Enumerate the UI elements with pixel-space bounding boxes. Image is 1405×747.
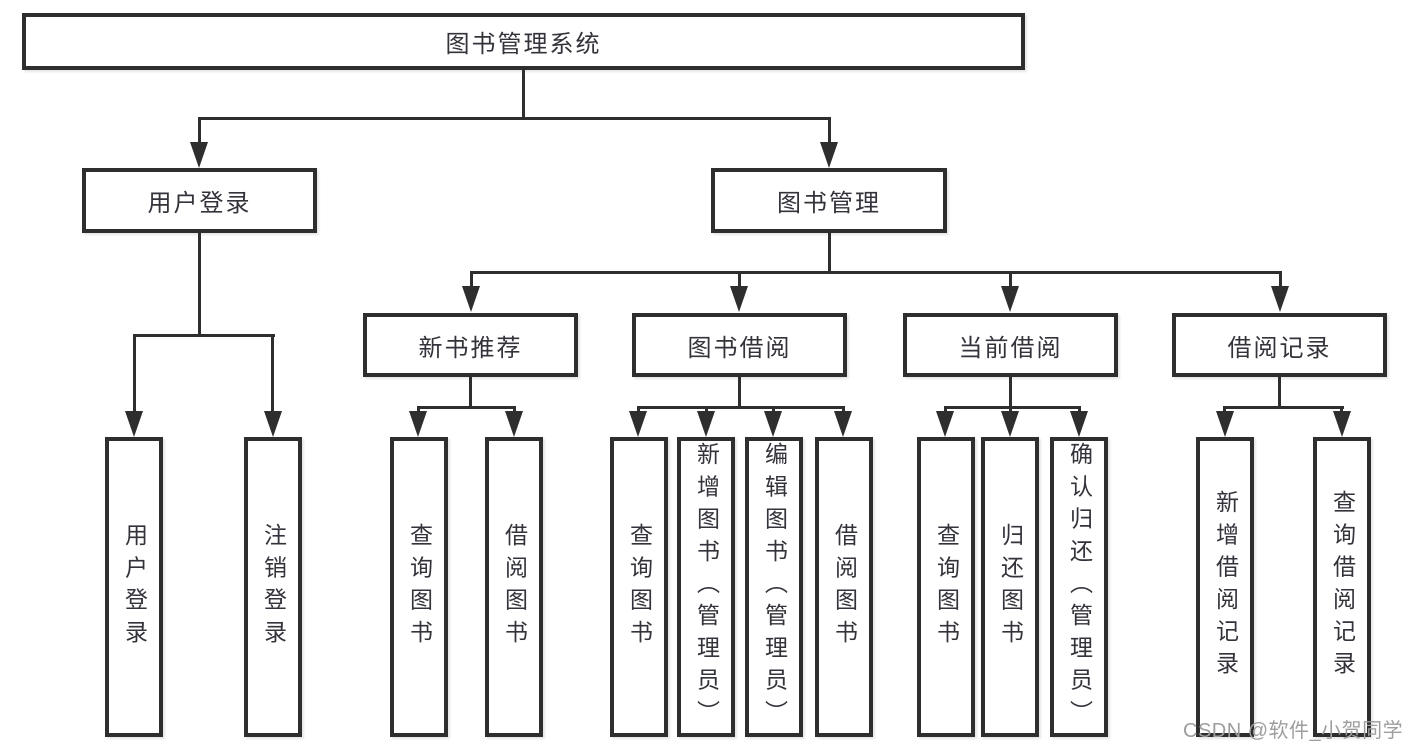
connector-line <box>828 233 831 273</box>
leaf-query-books-borrowing: 查询图书 <box>610 437 668 737</box>
connector-line <box>738 273 741 288</box>
leaf-confirm-return-admin-label: 确认归还（管理员） <box>1066 442 1093 732</box>
connector-arrow-down <box>125 411 143 437</box>
connector-arrow-down <box>1070 411 1088 437</box>
connector-arrow-down <box>1333 411 1351 437</box>
connector-line <box>944 406 1081 409</box>
leaf-add-books-admin-label: 新增图书（管理员） <box>693 442 720 732</box>
leaf-add-borrow-record: 新增借阅记录 <box>1196 437 1254 737</box>
connector-line <box>198 117 201 147</box>
node-current-borrowing-label: 当前借阅 <box>958 334 1063 362</box>
node-book-management-label: 图书管理 <box>777 190 881 217</box>
connector-line <box>522 70 525 119</box>
node-book-management: 图书管理 <box>711 168 947 233</box>
connector-arrow-down <box>1216 411 1234 437</box>
connector-arrow-down <box>409 411 427 437</box>
leaf-add-books-admin: 新增图书（管理员） <box>677 437 735 737</box>
leaf-add-borrow-record-label: 新增借阅记录 <box>1212 490 1239 684</box>
connector-line <box>1340 408 1343 413</box>
connector-line <box>470 273 473 288</box>
connector-line <box>513 408 516 413</box>
node-current-borrowing: 当前借阅 <box>903 313 1118 377</box>
watermark: CSDN @软件_小贺同学 <box>1183 720 1404 742</box>
connector-arrow-down <box>462 286 480 312</box>
node-root: 图书管理系统 <box>22 13 1025 70</box>
leaf-borrow-books-borrowing-label: 借阅图书 <box>831 522 858 652</box>
node-borrowing-records-label: 借阅记录 <box>1227 334 1332 362</box>
connector-line <box>1009 408 1012 413</box>
connector-line <box>417 406 516 409</box>
node-borrowing-records: 借阅记录 <box>1172 313 1387 377</box>
connector-line <box>828 117 831 147</box>
leaf-user-login: 用户登录 <box>105 437 163 737</box>
connector-line <box>1078 408 1081 413</box>
leaf-query-books-borrowing-label: 查询图书 <box>626 522 653 652</box>
node-book-borrowing: 图书借阅 <box>632 313 847 377</box>
connector-arrow-down <box>764 411 782 437</box>
connector-arrow-down <box>1271 286 1289 312</box>
connector-arrow-down <box>190 142 208 168</box>
leaf-query-borrow-record: 查询借阅记录 <box>1313 437 1371 737</box>
connector-line <box>133 336 136 412</box>
node-user-login: 用户登录 <box>82 168 317 233</box>
connector-line <box>1279 273 1282 288</box>
leaf-query-books-recommend-label: 查询图书 <box>406 522 433 652</box>
node-new-book-recommendation-label: 新书推荐 <box>418 334 523 362</box>
connector-line <box>1009 273 1012 288</box>
leaf-borrow-books-borrowing: 借阅图书 <box>815 437 873 737</box>
leaf-query-books-current-label: 查询图书 <box>933 522 960 652</box>
connector-arrow-down <box>1001 411 1019 437</box>
leaf-logout: 注销登录 <box>244 437 302 737</box>
node-user-login-label: 用户登录 <box>147 190 252 217</box>
leaf-confirm-return-admin: 确认归还（管理员） <box>1050 437 1108 737</box>
leaf-query-borrow-record-label: 查询借阅记录 <box>1329 490 1356 684</box>
node-new-book-recommendation: 新书推荐 <box>363 313 578 377</box>
leaf-edit-books-admin-label: 编辑图书（管理员） <box>761 442 788 732</box>
connector-line <box>470 271 1282 274</box>
connector-arrow-down <box>1001 286 1019 312</box>
connector-line <box>842 408 845 413</box>
leaf-logout-label: 注销登录 <box>260 522 287 652</box>
connector-line <box>1223 406 1344 409</box>
leaf-return-books-label: 归还图书 <box>997 522 1024 652</box>
connector-line <box>944 408 947 413</box>
connector-arrow-down <box>505 411 523 437</box>
node-book-borrowing-label: 图书借阅 <box>687 334 792 362</box>
connector-arrow-down <box>820 142 838 168</box>
connector-line <box>1278 377 1281 408</box>
connector-line <box>1223 408 1226 413</box>
leaf-borrow-books-recommend: 借阅图书 <box>485 437 543 737</box>
connector-arrow-down <box>629 411 647 437</box>
connector-line <box>469 377 472 408</box>
connector-arrow-down <box>264 411 282 437</box>
connector-line <box>637 406 845 409</box>
connector-line <box>1009 377 1012 408</box>
leaf-query-books-recommend: 查询图书 <box>390 437 448 737</box>
leaf-borrow-books-recommend-label: 借阅图书 <box>501 522 528 652</box>
connector-line <box>772 408 775 413</box>
leaf-user-login-label: 用户登录 <box>121 522 148 652</box>
connector-line <box>738 377 741 408</box>
connector-line <box>271 336 274 412</box>
connector-arrow-down <box>936 411 954 437</box>
connector-line <box>198 117 831 120</box>
connector-line <box>705 408 708 413</box>
connector-line <box>198 233 201 336</box>
connector-line <box>417 408 420 413</box>
connector-line <box>133 334 275 337</box>
connector-arrow-down <box>697 411 715 437</box>
connector-arrow-down <box>834 411 852 437</box>
leaf-return-books: 归还图书 <box>981 437 1039 737</box>
connector-arrow-down <box>730 286 748 312</box>
node-root-label: 图书管理系统 <box>445 31 602 58</box>
connector-line <box>637 408 640 413</box>
leaf-edit-books-admin: 编辑图书（管理员） <box>745 437 803 737</box>
leaf-query-books-current: 查询图书 <box>917 437 975 737</box>
